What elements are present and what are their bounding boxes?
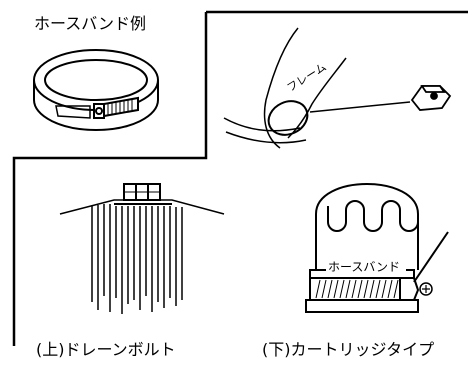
frame-tube [223, 27, 411, 149]
drain-bolt-diagram [59, 183, 225, 314]
cartridge-filter-diagram [305, 183, 449, 313]
hose-band-example-title: ホースバンド例 [34, 14, 147, 33]
hose-band-clamp [33, 49, 159, 131]
hex-nut-tag [410, 85, 452, 111]
panel-border [12, 10, 468, 346]
cartridge-type-caption: (下)カートリッジタイプ [262, 340, 435, 359]
drain-bolt-caption: (上)ドレーンボルト [36, 340, 176, 359]
hose-band-label: ホースバンド [328, 260, 400, 274]
